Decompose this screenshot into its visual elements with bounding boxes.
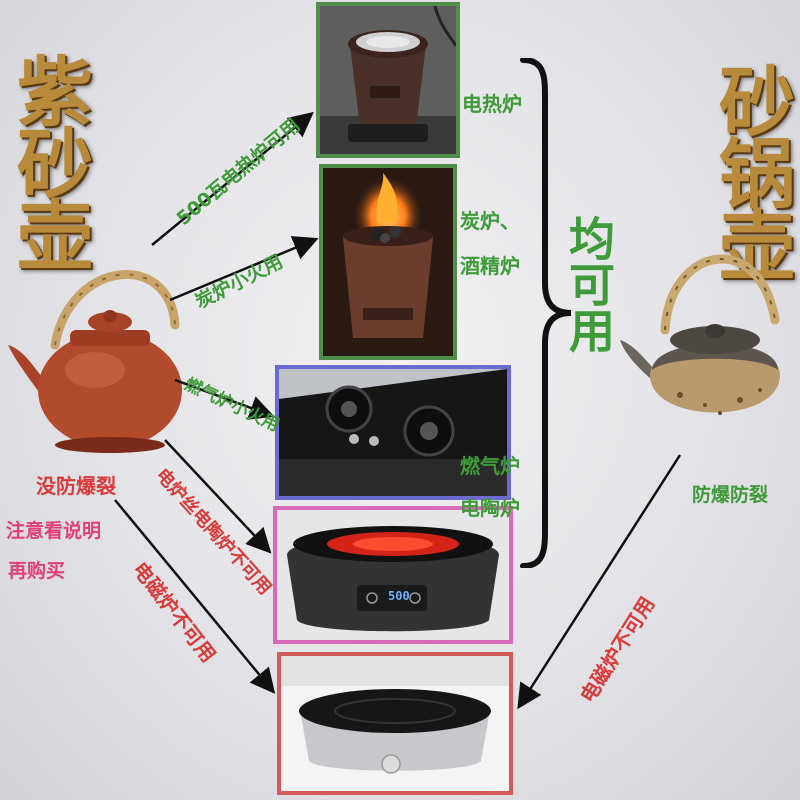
label-electric: 电热炉 <box>462 92 522 116</box>
curly-brace <box>520 58 572 568</box>
right-title: 砂锅壶 <box>706 62 795 278</box>
arrow-to-gas <box>174 378 275 420</box>
electric-heater-photo <box>316 2 460 158</box>
note-no-crack: 没防爆裂 <box>36 474 116 498</box>
arrow-to-electric <box>151 111 314 246</box>
label-charcoal-1: 炭炉、 <box>460 209 520 233</box>
middle-label: 均可用 <box>562 215 616 353</box>
arrow-to-charcoal <box>169 236 319 302</box>
charcoal-stove-photo <box>319 164 457 360</box>
stoneware-teapot-image <box>620 254 780 415</box>
left-title: 紫砂壶 <box>4 52 93 268</box>
ceramic-stove-photo: 500 <box>273 506 513 644</box>
induction-cooker-photo <box>277 652 513 795</box>
arrow-to-ceramic <box>164 439 272 554</box>
label-charcoal-2: 酒精炉 <box>460 254 520 278</box>
arrow-left-to-induction <box>114 499 276 694</box>
arrow-right-to-induction <box>517 454 682 710</box>
note-then-buy: 再购买 <box>8 560 66 582</box>
label-ceramic: 电陶炉 <box>460 496 520 520</box>
label-gas: 燃气炉 <box>460 454 520 478</box>
clay-teapot-image <box>8 270 182 453</box>
note-read-manual: 注意看说明 <box>6 520 102 542</box>
note-crack-proof: 防爆防裂 <box>692 484 769 506</box>
gas-stove-photo <box>275 365 511 500</box>
display-reading: 500 <box>388 589 410 603</box>
